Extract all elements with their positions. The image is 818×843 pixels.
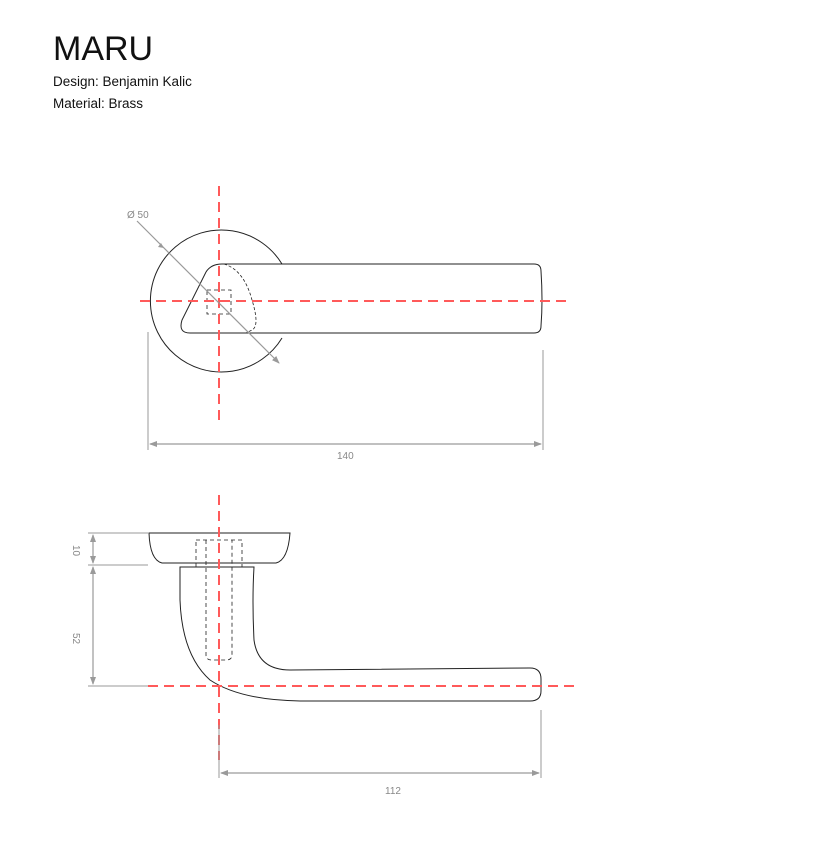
lever-drop-label: 52 [70,633,81,645]
top-view: Ø 50 140 [127,186,572,462]
product-title: MARU [53,30,154,68]
material-label: Material: Brass [53,96,144,111]
lever-outline [180,263,543,334]
rose-height-label: 10 [70,545,81,557]
rose-outline [149,229,283,373]
length-label: 140 [337,451,354,462]
lever-side-outline [179,566,542,702]
lever-length-label: 112 [385,786,401,797]
diameter-label: Ø 50 [127,210,149,221]
side-view: 10 52 112 [70,495,574,797]
designer-label: Design: Benjamin Kalic [53,74,192,89]
